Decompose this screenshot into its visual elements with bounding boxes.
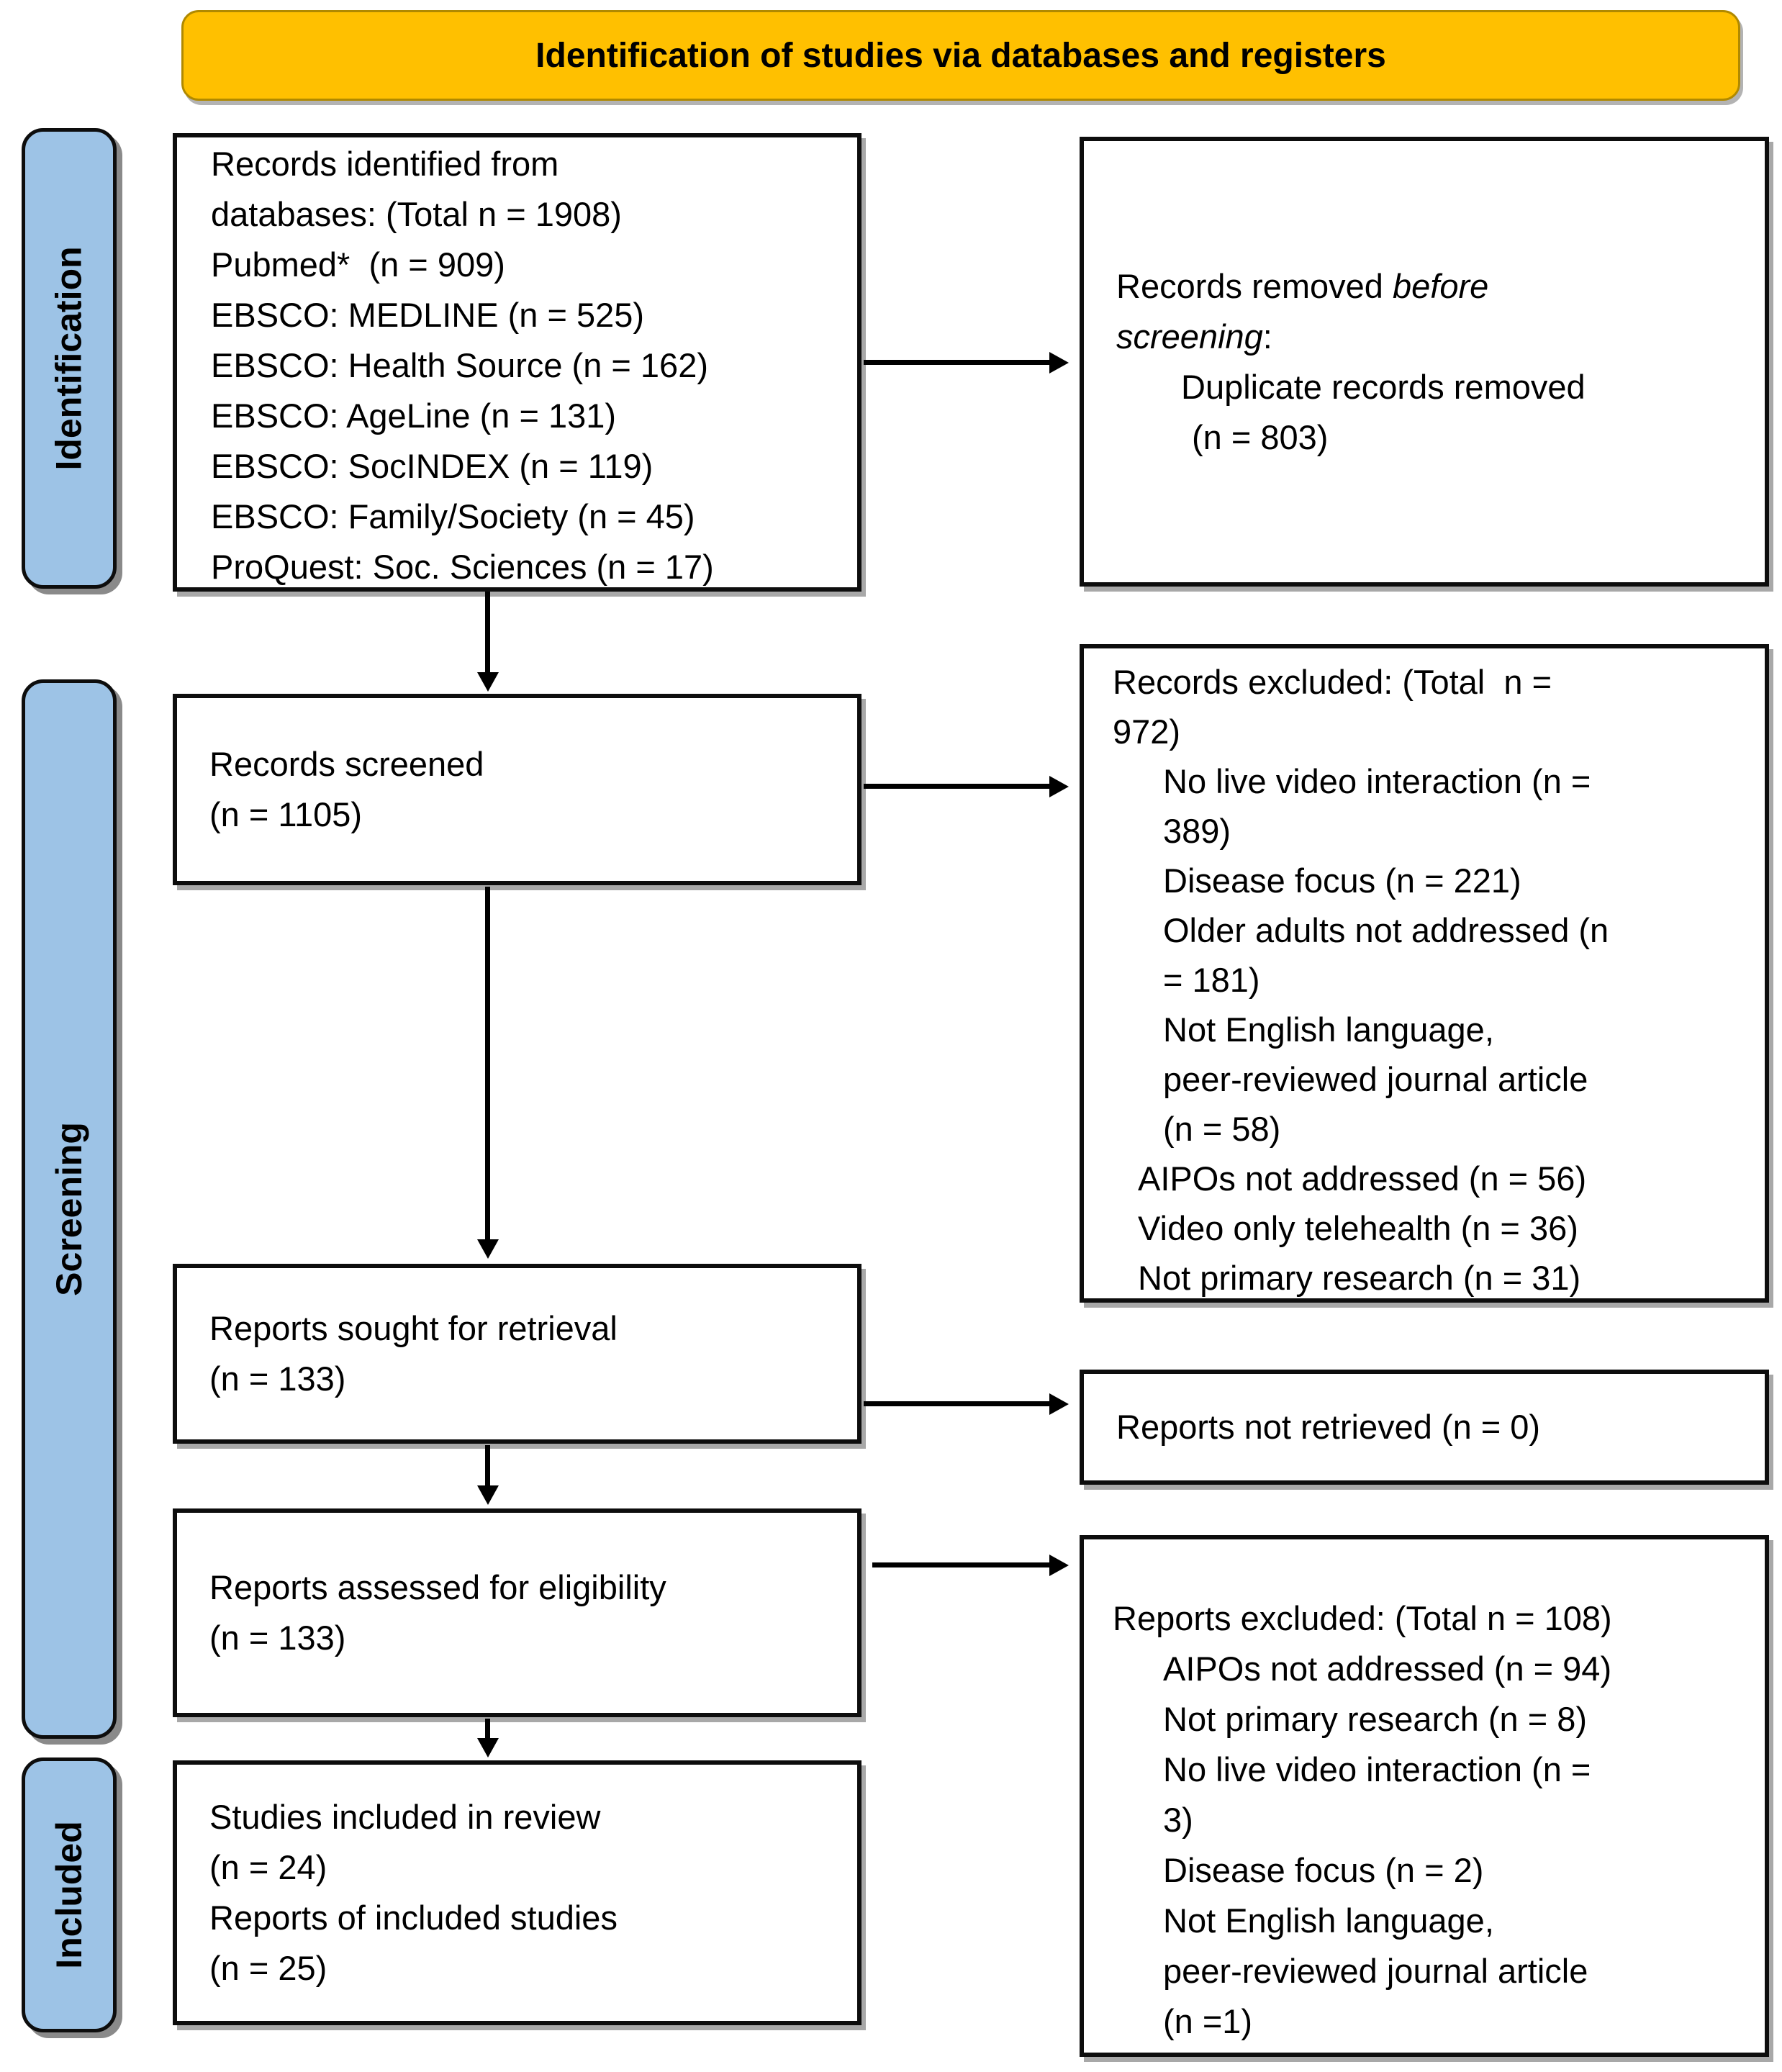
box-line: screening: <box>1116 312 1754 362</box>
box-line: Not English language, <box>1163 1010 1494 1049</box>
box-line: AIPOs not addressed (n = 56) <box>1138 1159 1587 1198</box>
box-line: (n =1) <box>1163 2002 1253 2040</box>
box-line: 3) <box>1163 1801 1193 1839</box>
flow-arrow-assessed-to-included <box>485 1719 490 1738</box>
box-line: EBSCO: Family/Society (n = 45) <box>211 497 695 535</box>
box-line: (n = 803) <box>1192 417 1329 456</box>
box-line: (n = 1105) <box>209 795 363 833</box>
box-line: (n = 25) <box>209 1949 327 1987</box>
box-line: EBSCO: AgeLine (n = 131) <box>211 397 617 435</box>
flow-arrow-assessed-to-excluded <box>872 1562 1049 1567</box>
flow-arrow-identified-to-removed <box>864 360 1049 365</box>
box-line: Reports sought for retrieval <box>209 1309 618 1347</box>
box-line: Pubmed* (n = 909) <box>211 245 505 284</box>
box-line: ProQuest: Soc. Sciences (n = 17) <box>211 548 714 586</box>
box-line: 972) <box>1113 712 1181 751</box>
box-line: Duplicate records removed <box>1181 367 1586 406</box>
box-line: Reports excluded: (Total n = 108) <box>1113 1599 1612 1637</box>
diagram-title: Identification of studies via databases … <box>535 36 1386 75</box>
stage-label-screening: Screening <box>22 679 117 1739</box>
title-banner: Identification of studies via databases … <box>181 10 1740 101</box>
box-line: No live video interaction (n = <box>1163 762 1591 800</box>
stage-label-included-text: Included <box>49 1821 90 1969</box>
box-line: Older adults not addressed (n <box>1163 911 1609 949</box>
box-line: Reports of included studies <box>209 1899 618 1937</box>
box-line: Not English language, <box>1163 1901 1494 1940</box>
flow-arrow-sought-to-not-retrieved <box>864 1401 1049 1406</box>
box-line: Records screened <box>209 745 484 783</box>
flow-arrow-sought-to-assessed <box>485 1445 490 1485</box>
stage-label-identification: Identification <box>22 128 117 589</box>
flow-arrow-screened-to-sought <box>485 887 490 1239</box>
box-line-text: : <box>1262 317 1272 356</box>
box-line: Reports not retrieved (n = 0) <box>1116 1408 1541 1446</box>
box-line: = 181) <box>1163 961 1260 999</box>
box-line: Not primary research (n = 8) <box>1163 1700 1587 1738</box>
stage-label-included: Included <box>22 1757 117 2032</box>
box-line: Records identified from <box>211 145 559 183</box>
box-line: Studies included in review <box>209 1798 601 1836</box>
box-reports-excluded: Reports excluded: (Total n = 108) AIPOs … <box>1080 1535 1769 2057</box>
box-line: (n = 133) <box>209 1360 346 1398</box>
box-line: (n = 133) <box>209 1619 346 1657</box>
box-line: Disease focus (n = 2) <box>1163 1851 1484 1889</box>
box-line: databases: (Total n = 1908) <box>211 195 622 233</box>
box-line: Disease focus (n = 221) <box>1163 861 1521 900</box>
box-line: Records excluded: (Total n = <box>1113 663 1552 701</box>
box-records-identified: Records identified from databases: (Tota… <box>173 133 861 592</box>
box-line: No live video interaction (n = <box>1163 1750 1591 1788</box>
box-records-excluded: Records excluded: (Total n = 972) No liv… <box>1080 644 1769 1303</box>
box-records-removed-before-screening: Records removed before screening: Duplic… <box>1080 137 1769 587</box>
stage-label-identification-text: Identification <box>49 246 90 471</box>
box-line: 389) <box>1163 812 1231 850</box>
flow-arrow-identified-to-screened <box>485 592 490 672</box>
box-line: AIPOs not addressed (n = 94) <box>1163 1650 1612 1688</box>
box-line: (n = 58) <box>1163 1110 1281 1148</box>
box-line-text-italic: screening <box>1116 317 1263 356</box>
box-line: peer-reviewed journal article <box>1163 1952 1588 1990</box>
box-reports-sought: Reports sought for retrieval (n = 133) <box>173 1264 861 1444</box>
box-studies-included: Studies included in review (n = 24) Repo… <box>173 1760 861 2025</box>
box-line: EBSCO: MEDLINE (n = 525) <box>211 296 645 334</box>
box-line: EBSCO: SocINDEX (n = 119) <box>211 447 653 485</box>
box-line: Not primary research (n = 31) <box>1138 1259 1581 1297</box>
box-line-text-italic: before <box>1393 266 1489 305</box>
box-line: Video only telehealth (n = 36) <box>1138 1209 1578 1247</box>
box-line: EBSCO: Health Source (n = 162) <box>211 346 708 384</box>
flow-arrow-screened-to-excluded <box>864 784 1049 789</box>
box-line: Reports assessed for eligibility <box>209 1568 666 1606</box>
stage-label-screening-text: Screening <box>49 1122 89 1296</box>
box-records-screened: Records screened (n = 1105) <box>173 694 861 885</box>
box-reports-not-retrieved: Reports not retrieved (n = 0) <box>1080 1370 1769 1485</box>
box-reports-assessed: Reports assessed for eligibility (n = 13… <box>173 1508 861 1717</box>
box-line: (n = 24) <box>209 1848 327 1886</box>
box-line: Records removed before <box>1116 261 1754 312</box>
box-line-text: Records removed <box>1116 266 1393 305</box>
box-line: peer-reviewed journal article <box>1163 1060 1588 1098</box>
